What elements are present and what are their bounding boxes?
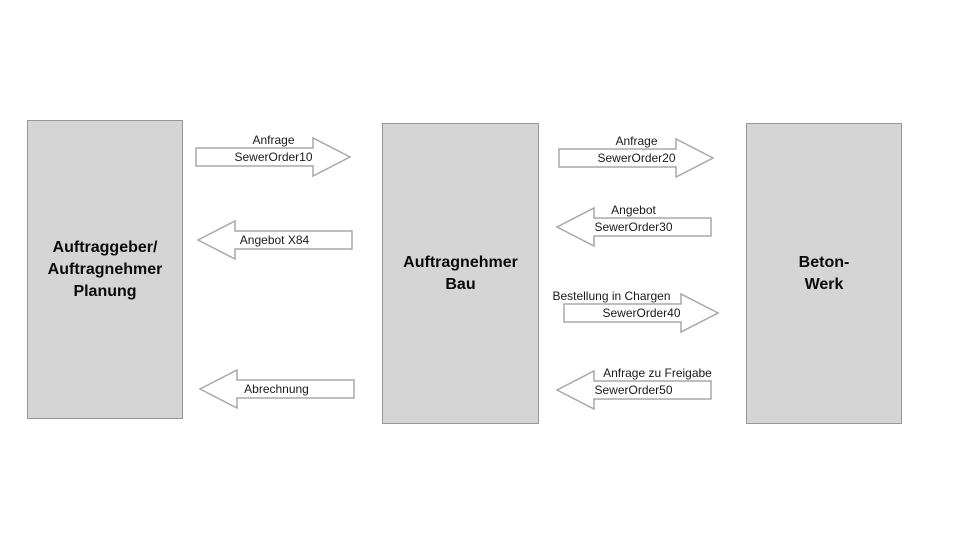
- arrow-title: [196, 216, 353, 231]
- box-label-line: Auftragnehmer: [47, 260, 163, 278]
- box-label: Beton- Werk: [799, 252, 850, 296]
- box-label-line: Auftragnehmer: [403, 253, 518, 271]
- arrow-anfrage-sewerorder10: Anfrage SewerOrder10: [195, 133, 352, 179]
- arrow-body-label: SewerOrder20: [597, 151, 676, 165]
- box-label: Auftraggeber/ Auftragnehmer Planung: [48, 237, 163, 303]
- box-label: Auftragnehmer Bau: [403, 252, 518, 296]
- arrow-title: [198, 365, 355, 380]
- arrow-title: Anfrage zu Freigabe: [603, 366, 712, 380]
- arrow-title: Angebot: [611, 203, 656, 217]
- left-arrow-icon: [198, 368, 355, 410]
- right-arrow-icon: [558, 137, 715, 179]
- right-arrow-icon: [195, 136, 352, 178]
- left-arrow-icon: [196, 219, 353, 261]
- arrow-title: Anfrage: [615, 134, 658, 148]
- arrow-body-label: Abrechnung: [244, 382, 309, 396]
- box-label-line: Werk: [804, 275, 844, 293]
- arrow-anfrage-zu-freigabe-sewerorder50: Anfrage zu Freigabe SewerOrder50: [555, 366, 712, 412]
- arrow-abrechnung: Abrechnung: [198, 367, 355, 411]
- arrow-bestellung-sewerorder40: Bestellung in Chargen SewerOrder40: [552, 289, 720, 335]
- left-arrow-icon: [555, 206, 712, 248]
- arrow-angebot-x84: Angebot X84: [196, 218, 353, 262]
- box-label-line: Bau: [445, 275, 476, 293]
- arrow-body-label: SewerOrder50: [594, 383, 673, 397]
- box-auftraggeber-auftragnehmer-planung: Auftraggeber/ Auftragnehmer Planung: [27, 120, 183, 419]
- arrow-angebot-sewerorder30: Angebot SewerOrder30: [555, 203, 712, 249]
- arrow-body-label: SewerOrder30: [594, 220, 673, 234]
- box-label-line: Planung: [73, 282, 137, 300]
- arrow-title: Bestellung in Chargen: [552, 289, 671, 303]
- arrow-body-label: Angebot X84: [239, 233, 310, 247]
- box-auftragnehmer-bau: Auftragnehmer Bau: [382, 123, 539, 424]
- right-arrow-icon: [563, 292, 720, 334]
- box-beton-werk: Beton- Werk: [746, 123, 902, 424]
- box-label-line: Auftraggeber/: [52, 238, 158, 256]
- arrow-anfrage-sewerorder20: Anfrage SewerOrder20: [558, 134, 715, 180]
- arrow-body-label: SewerOrder10: [234, 150, 313, 164]
- arrow-body-label: SewerOrder40: [602, 306, 681, 320]
- box-label-line: Beton-: [798, 253, 850, 271]
- left-arrow-icon: [555, 369, 712, 411]
- arrow-title: Anfrage: [252, 133, 295, 147]
